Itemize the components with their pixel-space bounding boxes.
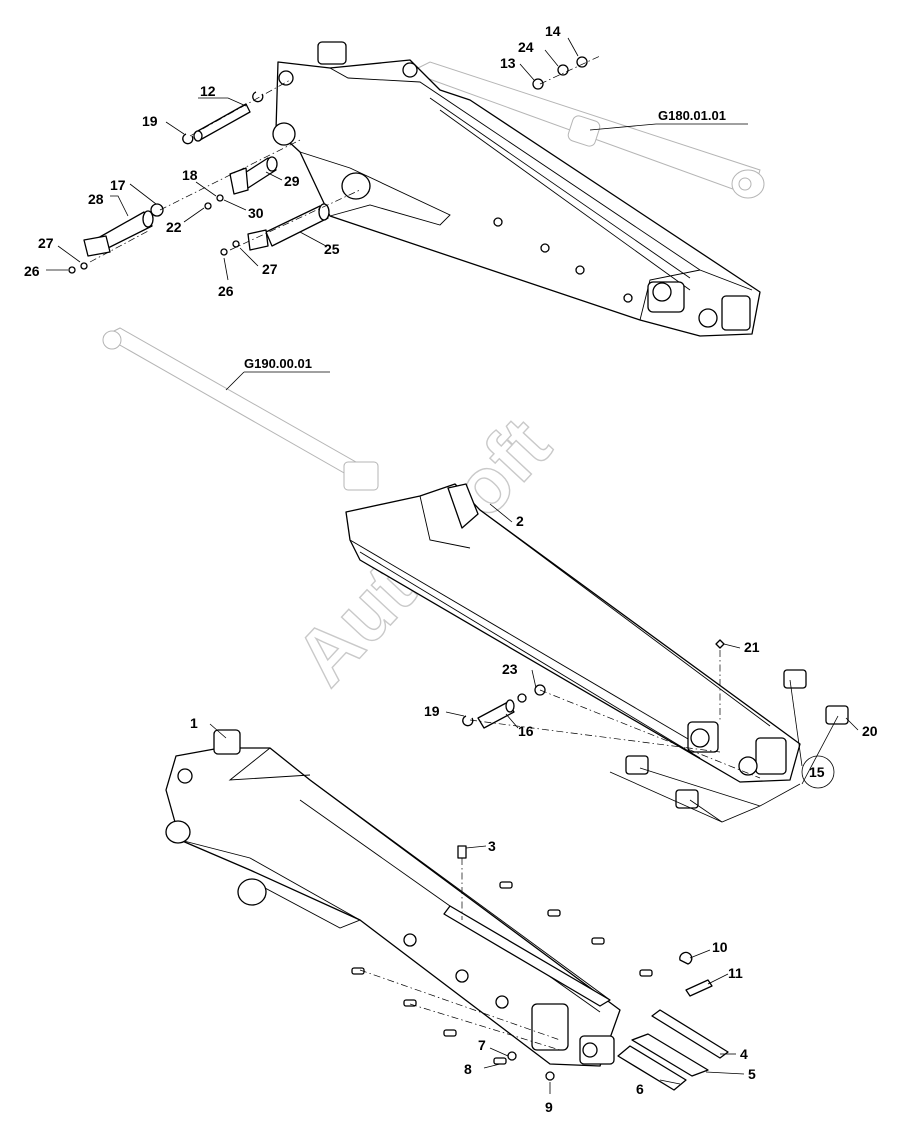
callout-13: 13 bbox=[500, 55, 516, 71]
callout-17: 17 bbox=[110, 177, 126, 193]
pin-11[interactable] bbox=[685, 979, 713, 997]
callout-15: 15 bbox=[809, 764, 825, 780]
callout-18: 18 bbox=[182, 167, 198, 183]
callout-6: 6 bbox=[636, 1081, 644, 1097]
reference-upper-cylinder: G180.01.01 bbox=[658, 108, 726, 123]
callout-26-left: 26 bbox=[24, 263, 40, 279]
washer-7[interactable] bbox=[507, 1051, 517, 1061]
washer-18[interactable] bbox=[216, 194, 224, 202]
callout-16: 16 bbox=[518, 723, 534, 739]
screw-22[interactable] bbox=[204, 202, 212, 210]
middle-pin-16[interactable] bbox=[477, 699, 515, 729]
callout-29: 29 bbox=[284, 173, 300, 189]
screw-26a[interactable] bbox=[68, 266, 76, 274]
upper-pin-29[interactable] bbox=[229, 156, 278, 195]
reference-lower-cylinder: G190.00.01 bbox=[244, 356, 312, 371]
callout-7: 7 bbox=[478, 1037, 486, 1053]
callout-28: 28 bbox=[88, 191, 104, 207]
callout-14: 14 bbox=[545, 23, 561, 39]
upper-circlip-19[interactable] bbox=[182, 133, 194, 145]
callout-25: 25 bbox=[324, 241, 340, 257]
callout-12: 12 bbox=[200, 83, 216, 99]
callout-2: 2 bbox=[516, 513, 524, 529]
nut-14[interactable] bbox=[576, 56, 588, 68]
grease-nipple-21[interactable] bbox=[715, 639, 725, 649]
callout-8: 8 bbox=[464, 1061, 472, 1077]
callout-1: 1 bbox=[190, 715, 198, 731]
grease-nipple-3[interactable] bbox=[457, 845, 467, 859]
nut-9[interactable] bbox=[545, 1071, 555, 1081]
callout-23: 23 bbox=[502, 661, 518, 677]
callout-10: 10 bbox=[712, 939, 728, 955]
callout-30: 30 bbox=[248, 205, 264, 221]
dipper-arm[interactable] bbox=[345, 483, 801, 783]
lower-cylinder[interactable] bbox=[102, 327, 379, 491]
upper-boom-cylinder[interactable] bbox=[408, 61, 765, 199]
upper-pin-25[interactable] bbox=[247, 203, 330, 251]
leader-lines bbox=[46, 37, 859, 1094]
washer-27b[interactable] bbox=[232, 240, 240, 248]
bushings-15[interactable] bbox=[625, 669, 849, 809]
callout-26-right: 26 bbox=[218, 283, 234, 299]
callout-labels: 14 24 13 12 19 17 18 28 29 22 30 27 25 2… bbox=[24, 23, 878, 1115]
upper-boom-arm[interactable] bbox=[272, 41, 761, 337]
callout-3: 3 bbox=[488, 838, 496, 854]
callout-4: 4 bbox=[740, 1046, 748, 1062]
plate-5[interactable] bbox=[631, 1033, 709, 1077]
callout-15-circle bbox=[801, 755, 835, 789]
callout-19-middle: 19 bbox=[424, 703, 440, 719]
callout-5: 5 bbox=[748, 1066, 756, 1082]
plate-6[interactable] bbox=[617, 1045, 687, 1091]
upper-pin-12[interactable] bbox=[193, 103, 251, 142]
callout-9: 9 bbox=[545, 1099, 553, 1115]
callout-11: 11 bbox=[728, 965, 743, 981]
washer-13[interactable] bbox=[532, 78, 544, 90]
pin-10[interactable] bbox=[679, 951, 693, 965]
washer-17[interactable] bbox=[150, 203, 164, 217]
callout-21: 21 bbox=[744, 639, 760, 655]
lower-boom-arm[interactable] bbox=[165, 729, 621, 1067]
screw-26b[interactable] bbox=[220, 248, 228, 256]
plate-4[interactable] bbox=[651, 1009, 729, 1059]
callout-24: 24 bbox=[518, 39, 534, 55]
callout-22: 22 bbox=[166, 219, 182, 235]
washer-24[interactable] bbox=[557, 64, 569, 76]
upper-pin-28[interactable] bbox=[83, 210, 154, 257]
middle-circlip-19[interactable] bbox=[462, 715, 474, 727]
callout-27-left: 27 bbox=[38, 235, 54, 251]
callout-20: 20 bbox=[862, 723, 878, 739]
washer-27a[interactable] bbox=[80, 262, 88, 270]
callout-19-upper: 19 bbox=[142, 113, 158, 129]
lower-bolts[interactable] bbox=[351, 881, 653, 1065]
washer-23a[interactable] bbox=[517, 693, 527, 703]
callout-27-right: 27 bbox=[262, 261, 278, 277]
